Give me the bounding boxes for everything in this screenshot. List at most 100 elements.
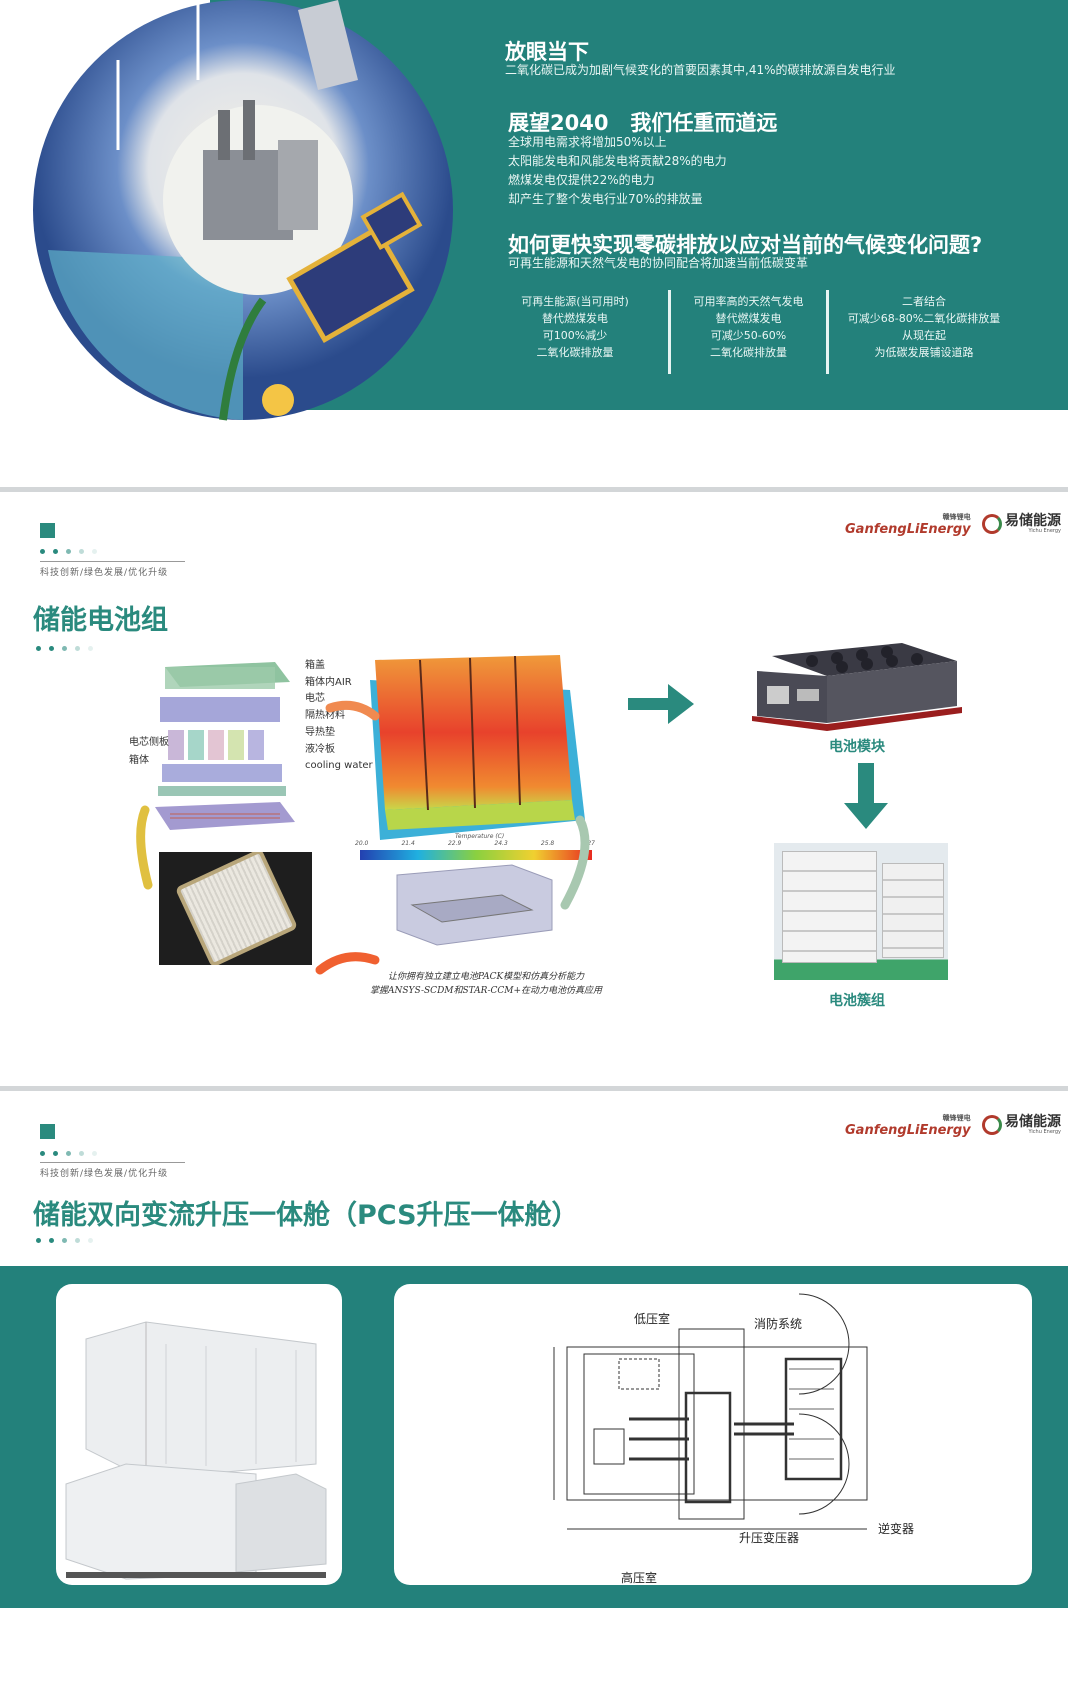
caption-line: 让你拥有独立建立电池PACK模型和仿真分析能力 (387, 972, 585, 982)
exploded-pack-diagram (155, 662, 295, 830)
col-text: 可减少68-80%二氧化碳排放量 (847, 312, 1001, 325)
label-high-voltage-room: 高压室 (621, 1571, 658, 1585)
decor-dots (36, 646, 101, 651)
yichu-logo-icon (982, 514, 1002, 534)
page-title: 储能电池组 (33, 605, 168, 636)
pcs-container-images (65, 1321, 327, 1580)
decor-dots (40, 549, 105, 554)
part-label: 液冷板 (305, 743, 335, 755)
comparison-columns: 可再生能源(当可用时) 替代燃煤发电 可100%减少 二氧化碳排放量 可用率高的… (500, 290, 1019, 374)
logo-en-text: Yichu Energy (1028, 528, 1061, 534)
column-gas: 可用率高的天然气发电 替代燃煤发电 可减少50-60% 二氧化碳排放量 (671, 290, 826, 361)
label-fire-system: 消防系统 (754, 1317, 803, 1331)
part-label: 电芯 (305, 693, 325, 705)
logo-text: 易储能源 (1005, 1114, 1061, 1130)
caption-line: 掌握ANSYS-SCDM和STAR-CCM+在动力电池仿真应用 (370, 986, 603, 996)
outlook-item: 燃煤发电仅提供22%的电力 (508, 173, 655, 187)
outlook-list: 全球用电需求将增加50%以上 太阳能发电和风能发电将贡献28%的电力 燃煤发电仅… (508, 133, 727, 209)
outlook-item: 却产生了整个发电行业70%的排放量 (508, 192, 703, 206)
logo-cn: 赣锋锂电 (942, 513, 971, 521)
battery-cluster-photo (774, 843, 948, 980)
cluster-label: 电池簇组 (829, 993, 885, 1009)
thermal-heatmap (370, 655, 585, 840)
label-step-up-transformer: 升压变压器 (739, 1531, 800, 1545)
logo-text: GanfengLiEnergy (845, 522, 971, 537)
tick: 27 (587, 840, 595, 847)
logo-en-text: Yichu Energy (1028, 1129, 1061, 1135)
slide-divider (0, 487, 1068, 492)
product-photo-card (56, 1284, 342, 1585)
column-divider (826, 290, 829, 374)
col-text: 二氧化碳排放量 (710, 346, 787, 359)
yichu-logo-icon (982, 1115, 1002, 1135)
tick: 21.4 (401, 840, 415, 847)
co2-statement: 二氧化碳已成为加剧气候变化的首要因素其中,41%的碳排放源自发电行业 (505, 63, 896, 77)
tick: 24.3 (494, 840, 508, 847)
question-subtitle: 可再生能源和天然气发电的协同配合将加速当前低碳变革 (508, 256, 809, 270)
slogan: 科技创新/绿色发展/优化升级 (40, 568, 169, 578)
part-labels: 箱盖 箱体内AIR 电芯 隔热材料 导热垫 液冷板 cooling water (305, 658, 373, 775)
page-title: 储能双向变流升压一体舱（PCS升压一体舱） (33, 1200, 579, 1231)
floor-plan-drawing (553, 1293, 868, 1530)
brand-square (40, 1124, 55, 1139)
cold-plate-photo (159, 852, 312, 965)
part-label: 隔热材料 (305, 710, 345, 722)
side-label: 箱体 (129, 755, 149, 766)
label-low-voltage-room: 低压室 (634, 1312, 671, 1326)
decor-dots (40, 1151, 105, 1156)
part-label: 箱体内AIR (305, 676, 352, 688)
logo-cn: 赣锋锂电 (942, 1114, 971, 1122)
down-arrow-icon (844, 763, 888, 829)
battery-module-image (752, 643, 962, 731)
col-text: 可减少50-60% (710, 329, 787, 342)
heading-2040: 展望2040 我们任重而道远 (508, 111, 778, 135)
temperature-colorbar (360, 850, 592, 860)
colorbar-ticks: 20.0 21.4 22.9 24.3 25.8 27 (355, 840, 595, 847)
slogan: 科技创新/绿色发展/优化升级 (40, 1169, 169, 1179)
col-text: 可100%减少 (542, 329, 608, 342)
heading-now: 放眼当下 (505, 40, 589, 64)
heading-question: 如何更快实现零碳排放以应对当前的气候变化问题? (508, 233, 983, 257)
climate-illustration (33, 0, 453, 421)
side-label: 电芯侧板 (129, 737, 169, 748)
col-text: 从现在起 (902, 329, 946, 342)
tick: 25.8 (540, 840, 555, 847)
pack-cfd-model (396, 864, 553, 946)
part-label: cooling water (305, 760, 373, 772)
col-text: 二者结合 (902, 295, 946, 308)
colorbar-title: Temperature (C) (455, 833, 505, 840)
column-combined: 二者结合 可减少68-80%二氧化碳排放量 从现在起 为低碳发展铺设道路 (829, 290, 1019, 361)
label-inverter: 逆变器 (878, 1522, 915, 1536)
col-text: 可再生能源(当可用时) (521, 295, 629, 308)
logo-text: GanfengLiEnergy (845, 1123, 971, 1138)
floor-plan-card: 低压室 消防系统 升压变压器 逆变器 高压室 (394, 1284, 1032, 1585)
cycle-arrows (136, 700, 590, 975)
cfd-caption: 让你拥有独立建立电池PACK模型和仿真分析能力 掌握ANSYS-SCDM和STA… (370, 970, 602, 998)
module-label: 电池模块 (829, 739, 885, 755)
decor-dots (36, 1238, 101, 1243)
right-arrow-icon (628, 684, 694, 724)
tick: 20.0 (355, 840, 369, 847)
col-text: 二氧化碳排放量 (536, 346, 614, 359)
brand-square (40, 523, 55, 538)
outlook-item: 太阳能发电和风能发电将贡献28%的电力 (508, 154, 727, 168)
slide-divider (0, 1086, 1068, 1091)
col-text: 替代燃煤发电 (715, 312, 782, 325)
col-text: 为低碳发展铺设道路 (874, 346, 974, 359)
tick: 22.9 (447, 840, 462, 847)
column-divider (668, 290, 671, 374)
header-rule (40, 1162, 185, 1163)
col-text: 可用率高的天然气发电 (693, 295, 804, 308)
part-label: 箱盖 (305, 660, 325, 671)
part-label: 导热垫 (305, 726, 335, 738)
header-rule (40, 561, 185, 562)
col-text: 替代燃煤发电 (542, 312, 608, 325)
column-renewable: 可再生能源(当可用时) 替代燃煤发电 可100%减少 二氧化碳排放量 (500, 290, 650, 361)
logo-text: 易储能源 (1005, 513, 1061, 529)
